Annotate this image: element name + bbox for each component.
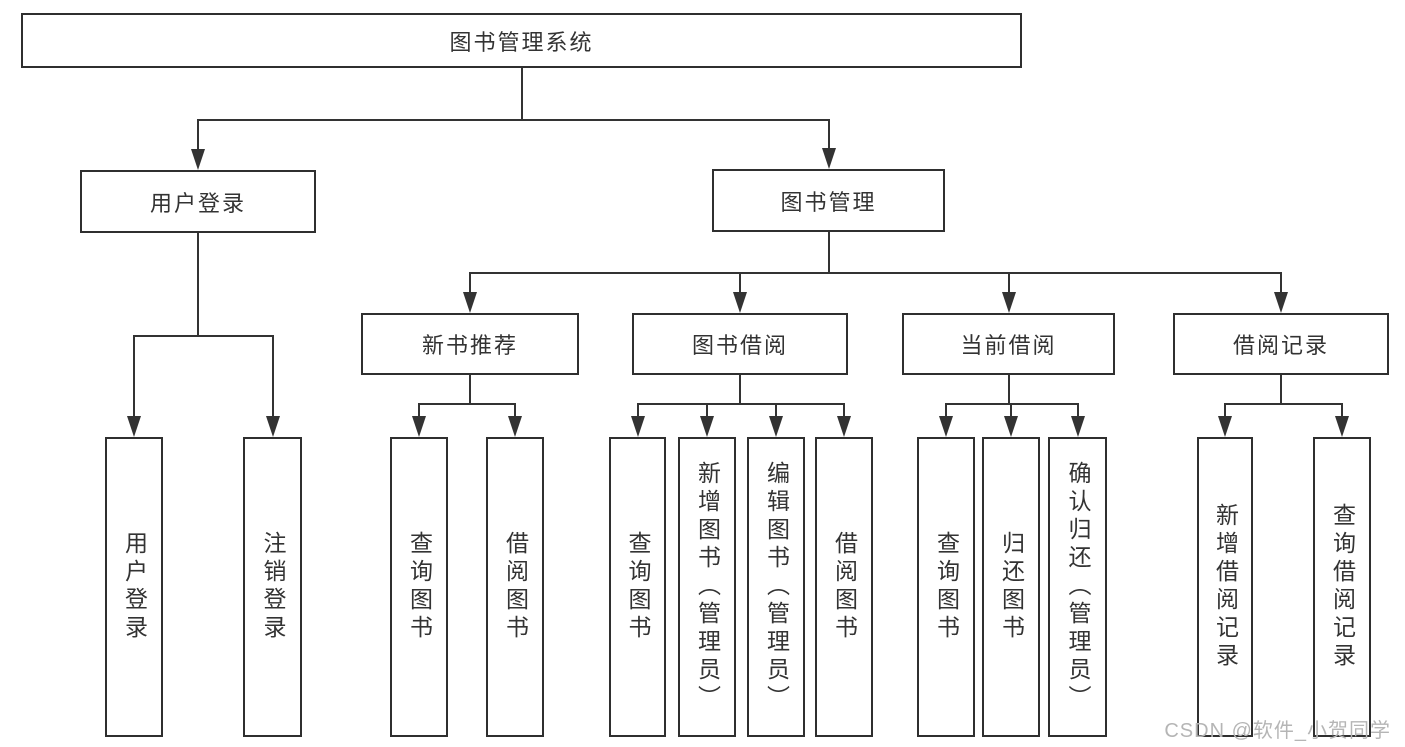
connector-drop-cb-return-book [1010,403,1012,419]
connector-drop-bb-edit-book [775,403,777,419]
node-label-new-book-rec: 新书推荐 [421,333,518,358]
node-label-br-add-record: 新增借阅记录 [1212,503,1239,671]
node-label-cb-return-book: 归还图书 [998,531,1025,643]
node-cb-query-book: 查询图书 [917,437,975,737]
connector-rail-new-book-rec [418,403,516,405]
arrowhead-br-add-record [1218,416,1232,437]
connector-stem-current-borrow [1008,375,1010,405]
node-br-add-record: 新增借阅记录 [1197,437,1253,737]
arrowhead-rec-query-book [412,416,426,437]
node-label-book-borrow: 图书借阅 [691,333,788,358]
node-label-bb-add-book: 新增图书（管理员） [694,461,721,713]
node-label-bb-edit-book: 编辑图书（管理员） [763,461,790,713]
node-label-cb-confirm-return: 确认归还（管理员） [1065,461,1091,713]
connector-rail-root [197,119,830,121]
node-label-book-mgmt: 图书管理 [780,189,877,215]
connector-stem-user-login [197,233,199,337]
connector-drop-bb-query-book [637,403,639,419]
node-label-logout-leaf: 注销登录 [260,531,286,643]
connector-drop-user-login [197,119,199,152]
node-book-borrow: 图书借阅 [632,313,848,375]
connector-stem-new-book-rec [469,375,471,405]
connector-drop-rec-borrow-book [514,403,516,419]
connector-stem-book-mgmt [828,232,830,274]
arrowhead-bb-edit-book [769,416,783,437]
node-label-root: 图书管理系统 [449,29,594,55]
arrowhead-cb-return-book [1004,416,1018,437]
node-label-login-leaf: 用户登录 [121,531,148,643]
node-bb-add-book: 新增图书（管理员） [678,437,736,737]
node-label-bb-borrow-book: 借阅图书 [831,531,858,643]
node-book-mgmt: 图书管理 [712,169,945,232]
node-label-rec-borrow-book: 借阅图书 [502,531,529,643]
node-rec-borrow-book: 借阅图书 [486,437,544,737]
arrowhead-br-query-record [1335,416,1349,437]
arrowhead-current-borrow [1002,292,1016,313]
connector-rail-book-mgmt [469,272,1282,274]
node-label-bb-query-book: 查询图书 [625,531,651,643]
node-bb-edit-book: 编辑图书（管理员） [747,437,805,737]
arrowhead-bb-borrow-book [837,416,851,437]
arrowhead-bb-add-book [700,416,714,437]
connector-drop-borrow-record [1280,272,1282,295]
arrowhead-bb-query-book [631,416,645,437]
node-rec-query-book: 查询图书 [390,437,448,737]
arrowhead-user-login [191,149,205,170]
connector-drop-login-leaf [133,335,135,419]
node-borrow-record: 借阅记录 [1173,313,1389,375]
connector-rail-user-login [133,335,274,337]
connector-drop-logout-leaf [272,335,274,419]
node-label-br-query-record: 查询借阅记录 [1329,503,1356,671]
node-bb-query-book: 查询图书 [609,437,666,737]
node-root: 图书管理系统 [21,13,1022,68]
connector-rail-borrow-record [1224,403,1343,405]
node-login-leaf: 用户登录 [105,437,163,737]
connector-drop-new-book-rec [469,272,471,295]
node-label-user-login: 用户登录 [149,190,246,216]
connector-rail-book-borrow [637,403,845,405]
arrowhead-cb-confirm-return [1071,416,1085,437]
arrowhead-borrow-record [1274,292,1288,313]
node-cb-return-book: 归还图书 [982,437,1040,737]
node-cb-confirm-return: 确认归还（管理员） [1048,437,1107,737]
arrowhead-new-book-rec [463,292,477,313]
node-bb-borrow-book: 借阅图书 [815,437,873,737]
connector-drop-book-borrow [739,272,741,295]
connector-drop-cb-query-book [945,403,947,419]
connector-drop-br-query-record [1341,403,1343,419]
node-user-login: 用户登录 [80,170,316,233]
node-label-borrow-record: 借阅记录 [1232,333,1329,358]
arrowhead-book-borrow [733,292,747,313]
arrowhead-login-leaf [127,416,141,437]
connector-drop-br-add-record [1224,403,1226,419]
csdn-watermark: CSDN @软件_小贺同学 [1164,720,1391,742]
connector-stem-borrow-record [1280,375,1282,405]
node-new-book-rec: 新书推荐 [361,313,579,375]
connector-rail-current-borrow [945,403,1079,405]
node-label-cb-query-book: 查询图书 [933,531,960,643]
node-logout-leaf: 注销登录 [243,437,302,737]
node-label-rec-query-book: 查询图书 [406,531,433,643]
arrowhead-book-mgmt [822,148,836,169]
connector-drop-cb-confirm-return [1077,403,1079,419]
connector-drop-bb-borrow-book [843,403,845,419]
connector-drop-current-borrow [1008,272,1010,295]
connector-drop-rec-query-book [418,403,420,419]
connector-stem-book-borrow [739,375,741,405]
connector-stem-root [521,68,523,121]
node-br-query-record: 查询借阅记录 [1313,437,1371,737]
node-current-borrow: 当前借阅 [902,313,1115,375]
arrowhead-cb-query-book [939,416,953,437]
node-label-current-borrow: 当前借阅 [960,333,1057,358]
connector-drop-bb-add-book [706,403,708,419]
connector-drop-book-mgmt [828,119,830,151]
arrowhead-rec-borrow-book [508,416,522,437]
arrowhead-logout-leaf [266,416,280,437]
